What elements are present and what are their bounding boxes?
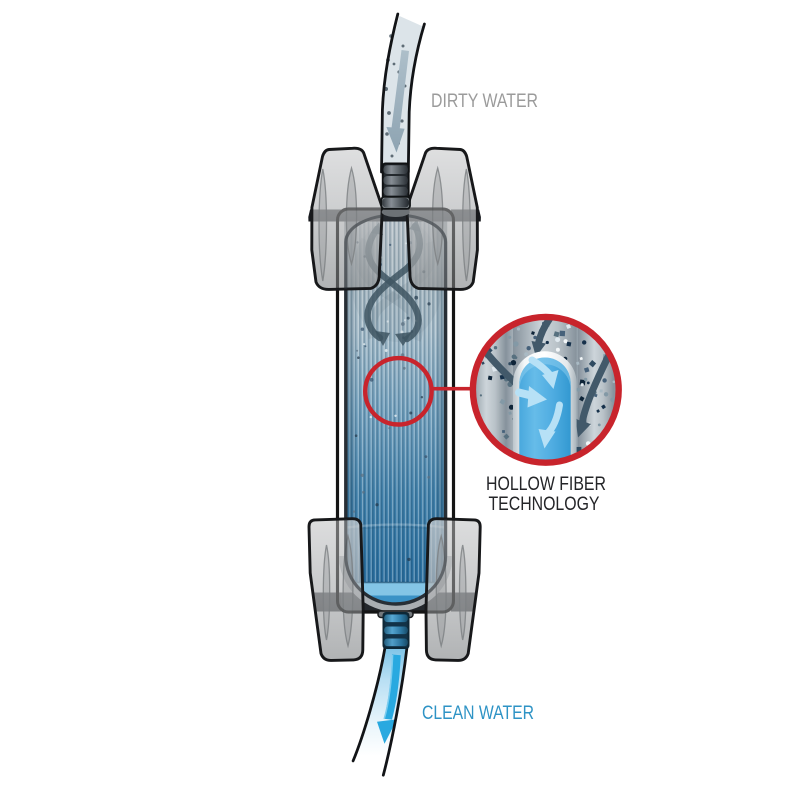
svg-text:DIRTY WATER: DIRTY WATER <box>431 90 538 112</box>
svg-text:TECHNOLOGY: TECHNOLOGY <box>489 493 600 515</box>
svg-text:HOLLOW FIBER: HOLLOW FIBER <box>486 473 606 495</box>
svg-text:CLEAN WATER: CLEAN WATER <box>422 702 534 724</box>
